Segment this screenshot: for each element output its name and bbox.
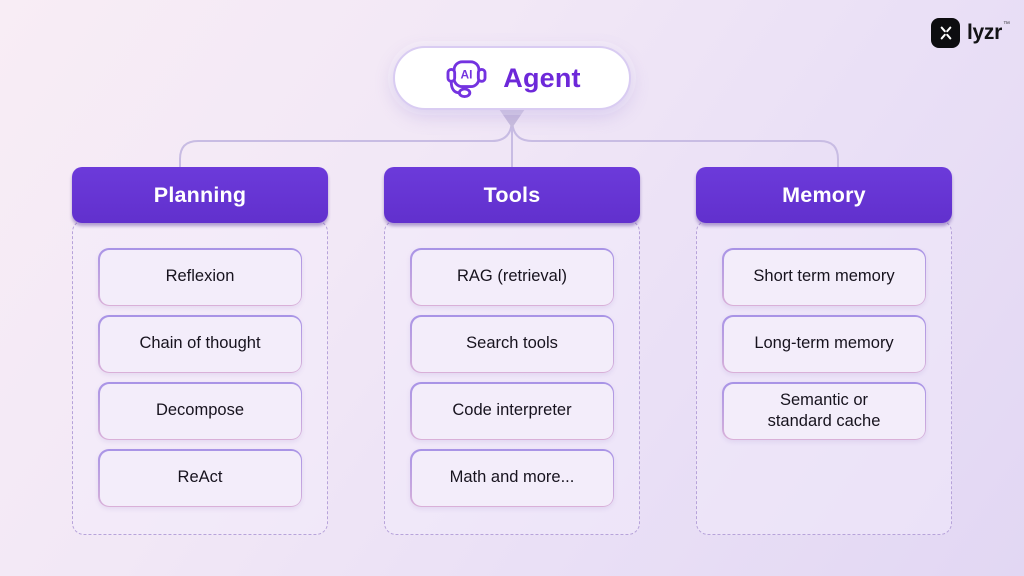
column-panel-tools: RAG (retrieval) Search tools Code interp… — [384, 220, 640, 535]
item-search-tools: Search tools — [410, 315, 614, 373]
agent-label: Agent — [503, 62, 581, 93]
column-planning: Planning Reflexion Chain of thought Deco… — [72, 167, 328, 537]
column-panel-planning: Reflexion Chain of thought Decompose ReA… — [72, 220, 328, 535]
lyzr-logo-text: lyzr — [967, 21, 1002, 44]
column-header-memory: Memory — [696, 167, 952, 223]
item-semantic-or-standard-cache: Semantic or standard cache — [722, 382, 926, 440]
lyzr-logo-icon — [931, 18, 960, 48]
column-title: Planning — [153, 182, 247, 207]
column-tools: Tools RAG (retrieval) Search tools Code … — [384, 167, 640, 537]
item-code-interpreter: Code interpreter — [410, 382, 614, 440]
agent-node: AI Agent — [393, 46, 631, 110]
column-title: Memory — [782, 182, 866, 207]
connector-left — [179, 118, 513, 168]
item-label: ReAct — [177, 468, 223, 487]
item-rag-retrieval: RAG (retrieval) — [410, 248, 614, 306]
column-title: Tools — [483, 182, 541, 207]
agent-pointer-triangle — [499, 109, 525, 128]
ai-headset-icon: AI — [446, 60, 487, 99]
item-label: RAG (retrieval) — [456, 267, 567, 286]
connector-right — [511, 118, 839, 168]
lyzr-logo: lyzr ™ — [931, 18, 1010, 48]
item-label: Search tools — [466, 334, 558, 353]
column-memory: Memory Short term memory Long-term memor… — [696, 167, 952, 537]
column-panel-memory: Short term memory Long-term memory Seman… — [696, 220, 952, 535]
item-math-and-more: Math and more... — [410, 449, 614, 507]
item-label: Code interpreter — [452, 401, 572, 420]
item-label: Math and more... — [449, 468, 575, 487]
item-label: Reflexion — [165, 267, 235, 286]
item-react: ReAct — [98, 449, 302, 507]
item-chain-of-thought: Chain of thought — [98, 315, 302, 373]
trademark-mark: ™ — [1003, 21, 1010, 28]
item-label: Short term memory — [753, 267, 895, 286]
item-short-term-memory: Short term memory — [722, 248, 926, 306]
column-header-planning: Planning — [72, 167, 328, 223]
item-label: Chain of thought — [139, 334, 261, 353]
item-long-term-memory: Long-term memory — [722, 315, 926, 373]
item-label: Semantic or standard cache — [767, 390, 881, 430]
item-reflexion: Reflexion — [98, 248, 302, 306]
item-label: Decompose — [155, 401, 245, 420]
item-decompose: Decompose — [98, 382, 302, 440]
column-header-tools: Tools — [384, 167, 640, 223]
svg-text:AI: AI — [461, 67, 473, 81]
item-label: Long-term memory — [754, 334, 894, 353]
